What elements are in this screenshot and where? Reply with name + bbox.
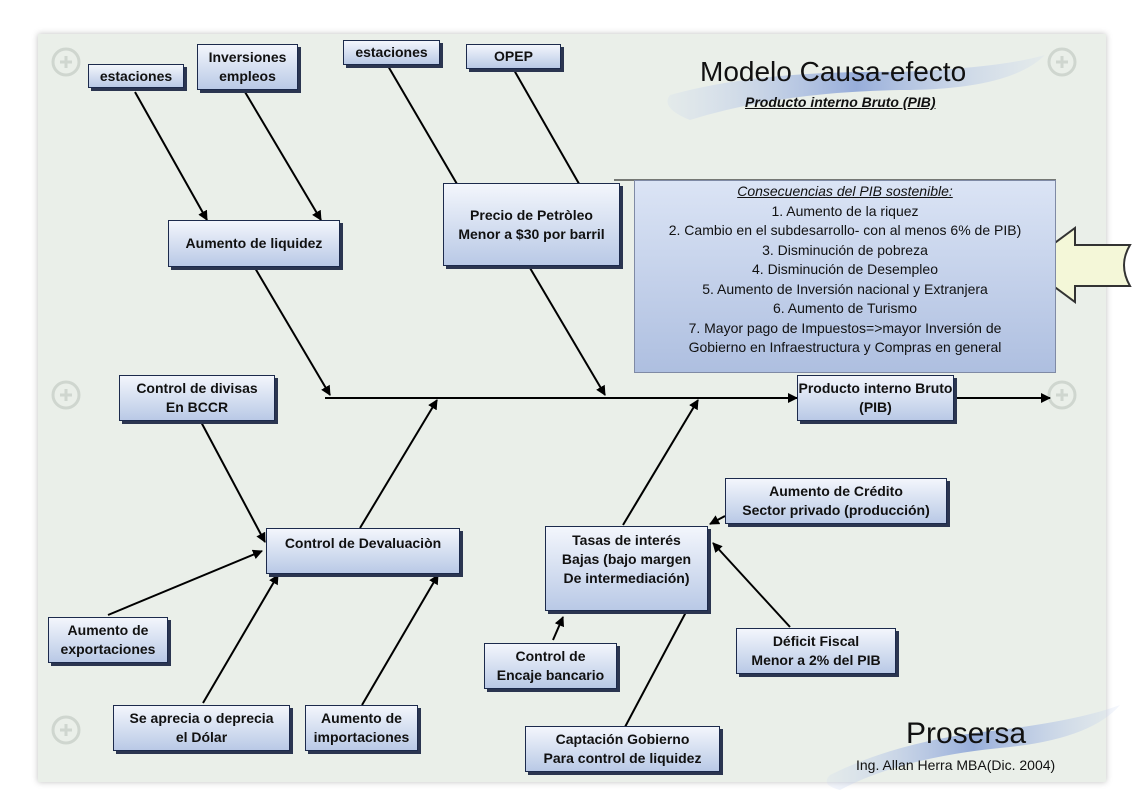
cause-label: Precio de Petròleo bbox=[470, 206, 593, 223]
arrow-dolar-devaluacion bbox=[202, 574, 279, 704]
plus-circle-icon bbox=[51, 47, 81, 77]
cause-label: Aumento de bbox=[321, 710, 402, 726]
cause-label: En BCCR bbox=[165, 399, 229, 415]
cause-label: De intermediación) bbox=[563, 570, 690, 586]
cause-box-importaciones[interactable]: Aumento de importaciones bbox=[305, 705, 418, 751]
cause-box-estaciones-1[interactable]: estaciones bbox=[88, 64, 184, 88]
cause-label: estaciones bbox=[355, 44, 428, 60]
cause-label: Aumento de liquidez bbox=[185, 235, 323, 251]
cause-label: estaciones bbox=[99, 67, 173, 84]
swoosh-decoration-top bbox=[667, 55, 1045, 120]
arrow-divisas-devaluacion bbox=[199, 419, 266, 543]
arrow-estaciones-petroleo bbox=[387, 65, 465, 197]
arrow-opep-petroleo bbox=[513, 69, 587, 197]
cause-label: importaciones bbox=[313, 729, 410, 745]
arrow-estaciones-liquidez bbox=[134, 91, 208, 221]
cause-box-control-divisas[interactable]: Control de divisas En BCCR bbox=[119, 375, 275, 421]
cause-box-estaciones-2[interactable]: estaciones bbox=[343, 40, 440, 65]
consequence-item: Gobierno en Infraestructura y Compras en… bbox=[688, 339, 1002, 355]
cause-box-tasas-interes[interactable]: Tasas de interés Bajas (bajo margen De i… bbox=[545, 526, 708, 611]
arrow-credito-tasas bbox=[709, 515, 726, 525]
cause-box-control-devaluacion[interactable]: Control de Devaluaciòn bbox=[266, 528, 460, 574]
consequence-item: 4. Disminución de Desempleo bbox=[752, 261, 938, 277]
consequence-item: 2. Cambio en el subdesarrollo- con al me… bbox=[668, 222, 1022, 238]
cause-box-dolar[interactable]: Se aprecia o deprecia el Dólar bbox=[113, 705, 290, 751]
cause-label: Aumento de bbox=[67, 622, 149, 638]
cause-label: Menor a 2% del PIB bbox=[751, 652, 881, 668]
cause-label: Control de Devaluaciòn bbox=[284, 535, 442, 551]
arrow-deficit-tasas bbox=[712, 542, 791, 628]
cause-label: Inversiones bbox=[208, 49, 287, 65]
cause-label: Captación Gobierno bbox=[555, 731, 690, 747]
consequence-item: 1. Aumento de la riquez bbox=[771, 202, 919, 219]
plus-circle-icon bbox=[51, 380, 81, 410]
effect-box-pib[interactable]: Producto interno Bruto (PIB) bbox=[797, 375, 954, 421]
cause-label: Bajas (bajo margen bbox=[561, 551, 692, 567]
cause-label: Tasas de interés bbox=[572, 532, 681, 548]
cause-label: empleos bbox=[219, 68, 276, 84]
cause-label: el Dólar bbox=[175, 729, 228, 745]
brand-name: Prosersa bbox=[906, 717, 1027, 750]
swoosh-decoration-bottom bbox=[826, 705, 1120, 790]
cause-label: Menor a $30 por barril bbox=[458, 225, 605, 242]
cause-box-credito[interactable]: Aumento de Crédito Sector privado (produ… bbox=[725, 478, 947, 524]
cause-box-exportaciones[interactable]: Aumento de exportaciones bbox=[48, 617, 168, 663]
cause-label: Sector privado (producción) bbox=[742, 502, 930, 518]
consequence-item: 6. Aumento de Turismo bbox=[773, 300, 917, 316]
cause-box-deficit[interactable]: Déficit Fiscal Menor a 2% del PIB bbox=[736, 628, 896, 674]
cause-label: Aumento de Crédito bbox=[769, 483, 903, 499]
arrow-petroleo-spine bbox=[529, 267, 606, 396]
consequence-item: 7. Mayor pago de Impuestos=>mayor Invers… bbox=[688, 319, 1002, 336]
diagram-subtitle: Producto interno Bruto (PIB) bbox=[745, 94, 936, 110]
effect-label: Producto interno Bruto bbox=[798, 380, 953, 396]
cause-label: Encaje bancario bbox=[496, 667, 605, 683]
arrow-inversiones-liquidez bbox=[244, 91, 322, 221]
diagram-title: Modelo Causa-efecto bbox=[700, 56, 967, 87]
cause-box-aumento-liquidez[interactable]: Aumento de liquidez bbox=[168, 220, 340, 267]
arrow-exportaciones-devaluacion bbox=[107, 549, 263, 616]
author-credit: Ing. Allan Herra MBA(Dic. 2004) bbox=[856, 757, 1056, 773]
consequence-item: 5. Aumento de Inversión nacional y Extra… bbox=[702, 280, 988, 297]
cause-label: Para control de liquidez bbox=[543, 750, 702, 766]
consequences-heading: Consecuencias del PIB sostenible: bbox=[737, 183, 953, 199]
cause-box-precio-petroleo[interactable]: Precio de Petròleo Menor a $30 por barri… bbox=[443, 183, 620, 266]
cause-label: Déficit Fiscal bbox=[772, 633, 860, 649]
consequence-item: 3. Disminución de pobreza bbox=[762, 241, 928, 258]
arrow-tasas-spine bbox=[622, 399, 699, 526]
arrow-devaluacion-spine bbox=[359, 399, 438, 529]
plus-circle-icon bbox=[1047, 380, 1077, 410]
cause-box-opep[interactable]: OPEP bbox=[466, 44, 561, 69]
cause-label: exportaciones bbox=[60, 641, 156, 657]
plus-circle-icon bbox=[51, 715, 81, 745]
cause-label: OPEP bbox=[494, 48, 533, 64]
cause-label: Control de bbox=[515, 648, 586, 664]
arrow-importaciones-devaluacion bbox=[361, 574, 439, 706]
cause-label: Se aprecia o deprecia bbox=[129, 710, 274, 726]
cause-label: Control de divisas bbox=[136, 380, 258, 396]
arrow-captacion-tasas bbox=[624, 596, 695, 728]
cause-box-captacion[interactable]: Captación Gobierno Para control de liqui… bbox=[525, 726, 720, 772]
plus-circle-icon bbox=[1047, 47, 1077, 77]
arrow-encaje-tasas bbox=[552, 616, 564, 641]
consequences-box: Consecuencias del PIB sostenible: 1. Aum… bbox=[634, 180, 1056, 373]
arrow-liquidez-spine bbox=[254, 267, 331, 396]
cause-box-encaje[interactable]: Control de Encaje bancario bbox=[484, 643, 617, 689]
cause-box-inversiones[interactable]: Inversiones empleos bbox=[197, 44, 298, 90]
effect-label: (PIB) bbox=[859, 399, 892, 415]
